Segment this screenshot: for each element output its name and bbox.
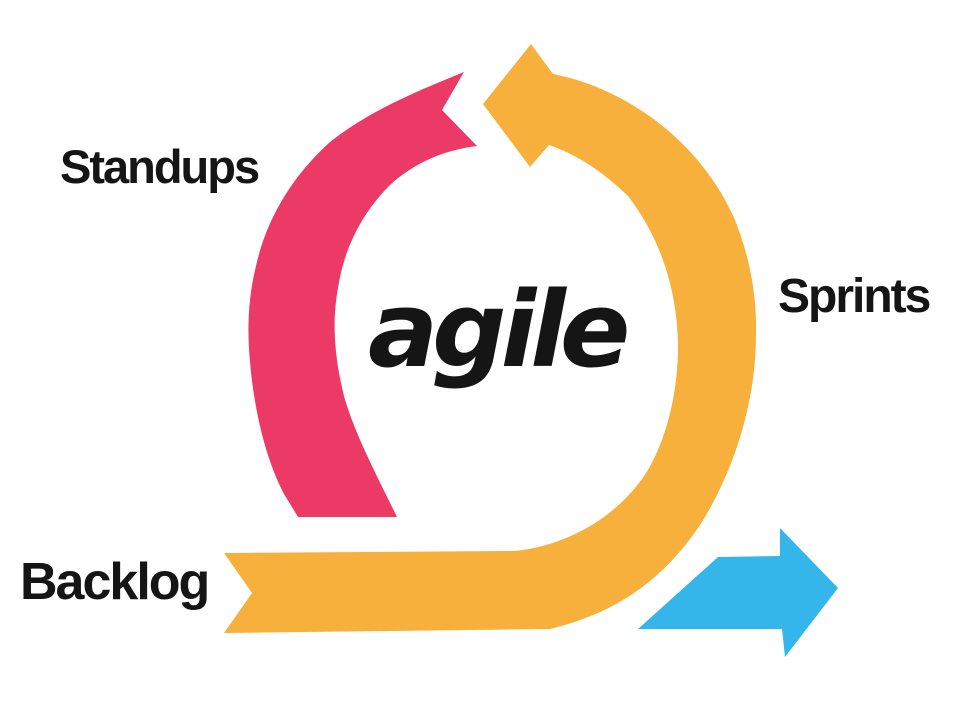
agile-wordmark: agile (368, 269, 630, 391)
label-standups: Standups (60, 140, 260, 193)
label-backlog: Backlog (20, 553, 210, 611)
pink-standups-arrow-shape (248, 72, 477, 517)
yellow-sprints-arrow-shape (224, 44, 757, 633)
label-sprints: Sprints (778, 270, 931, 323)
blue-exit-arrow-shape (638, 528, 838, 657)
